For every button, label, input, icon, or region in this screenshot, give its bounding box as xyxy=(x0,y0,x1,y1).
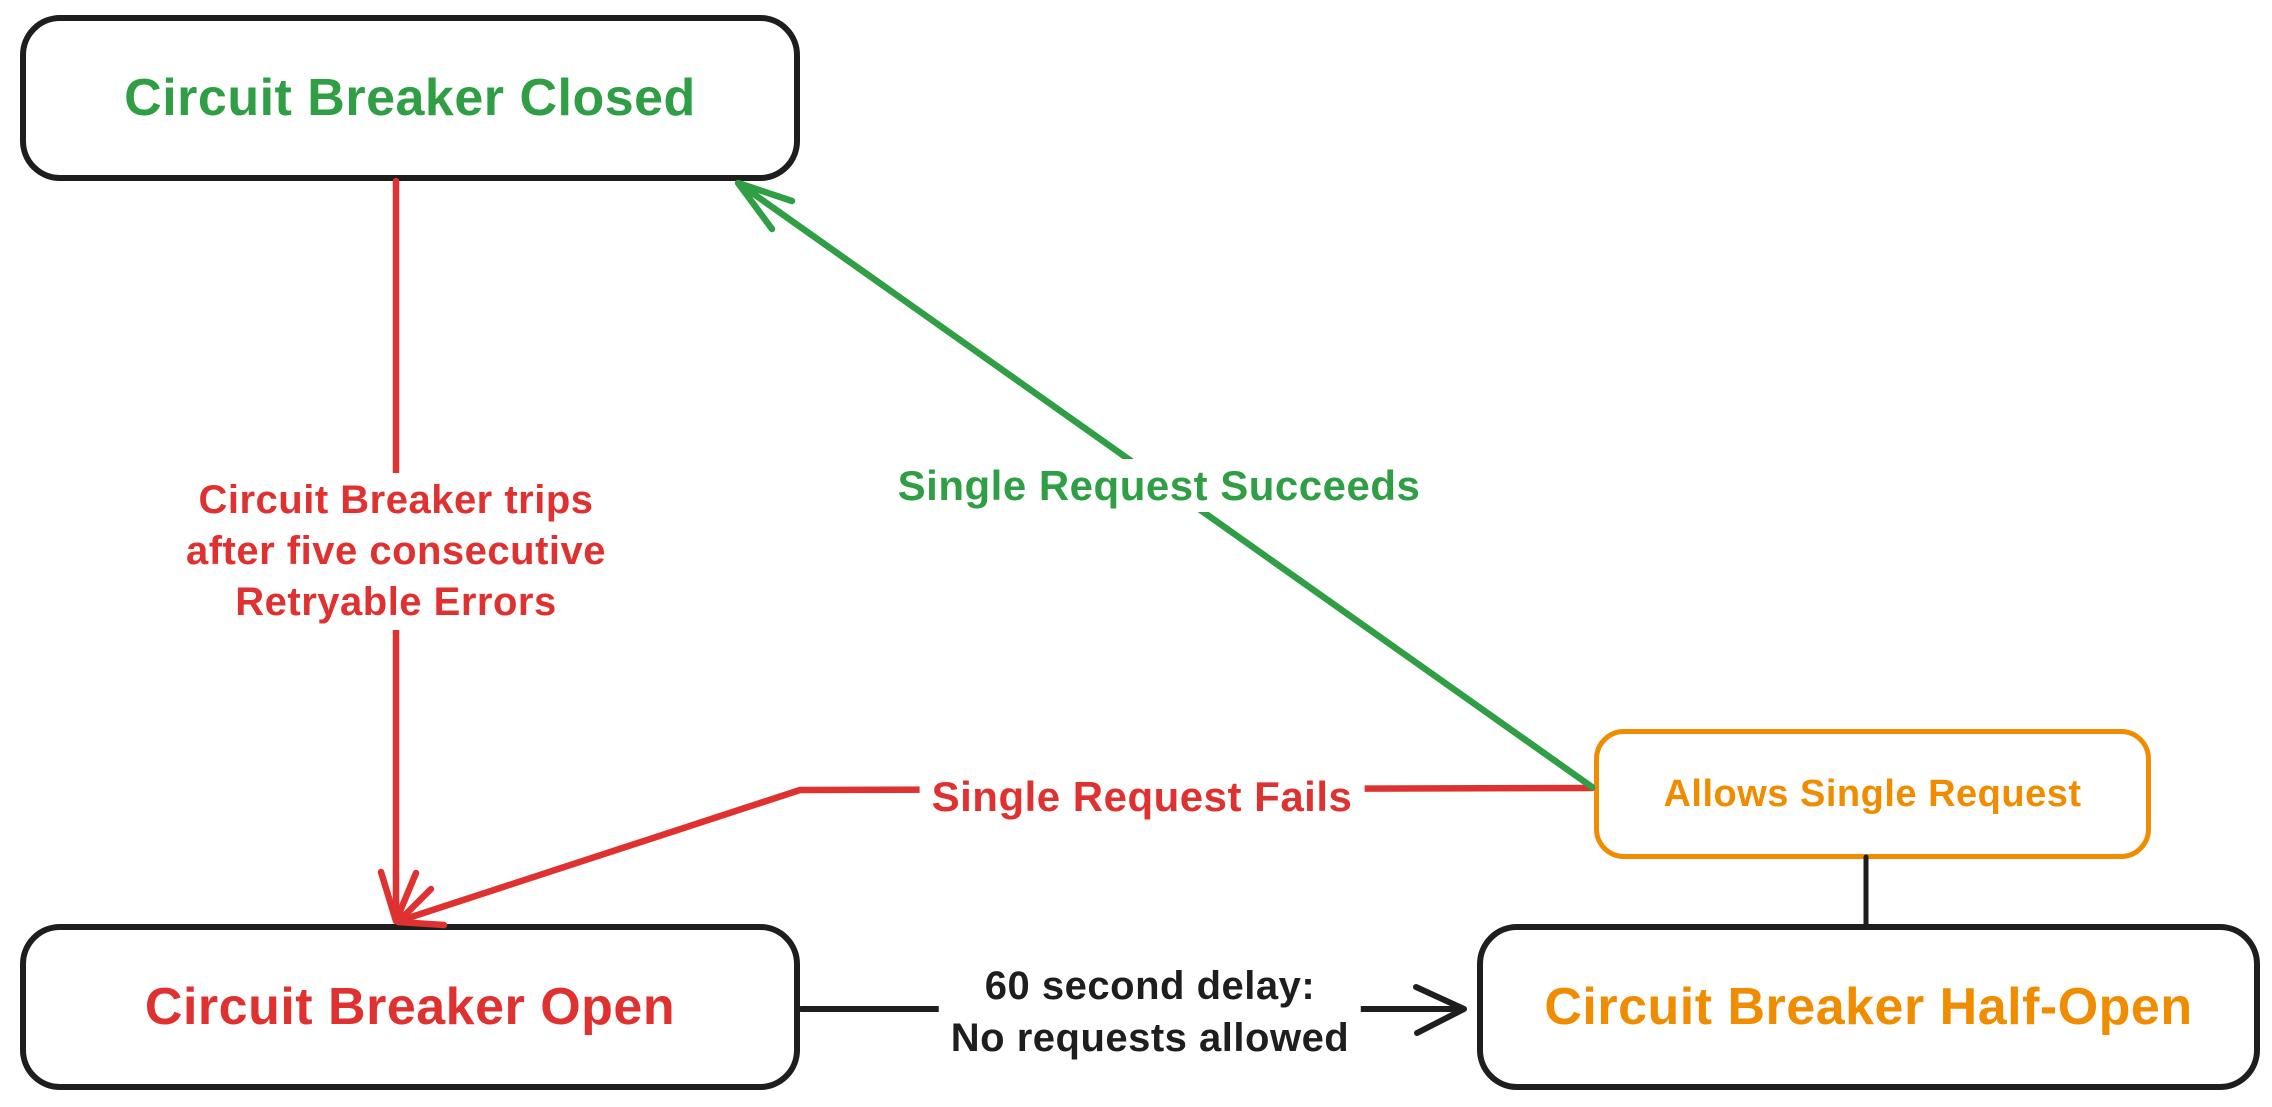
fails-edge-arrowhead-icon xyxy=(394,885,448,929)
trip-edge-label-line: Retryable Errors xyxy=(235,580,557,624)
node-circuit-breaker-closed: Circuit Breaker Closed xyxy=(20,15,800,181)
node-allows-label: Allows Single Request xyxy=(1663,772,2082,815)
delay-edge-label: 60 second delay: No requests allowed xyxy=(938,958,1362,1066)
node-open-label: Circuit Breaker Open xyxy=(144,978,676,1036)
trip-edge-label-line: Circuit Breaker trips xyxy=(198,478,594,522)
fails-edge-label: Single Request Fails xyxy=(919,770,1365,823)
node-allows-single-request: Allows Single Request xyxy=(1594,729,2151,859)
trip-edge-arrowhead-icon xyxy=(377,868,420,925)
trip-edge-label-line: after five consecutive xyxy=(185,529,607,573)
delay-edge-arrowhead-icon xyxy=(1413,984,1467,1036)
delay-edge-label-line: 60 second delay: xyxy=(984,964,1316,1008)
node-circuit-breaker-half-open: Circuit Breaker Half-Open xyxy=(1477,924,2260,1090)
node-closed-label: Circuit Breaker Closed xyxy=(124,69,696,127)
delay-edge-label-line: No requests allowed xyxy=(950,1016,1350,1060)
succeeds-edge-arrowhead-icon xyxy=(734,179,796,233)
trip-edge-label: Circuit Breaker trips after five consecu… xyxy=(173,473,619,630)
node-half-open-label: Circuit Breaker Half-Open xyxy=(1544,978,2193,1036)
succeeds-edge-label: Single Request Succeeds xyxy=(885,459,1433,512)
node-circuit-breaker-open: Circuit Breaker Open xyxy=(20,924,800,1090)
